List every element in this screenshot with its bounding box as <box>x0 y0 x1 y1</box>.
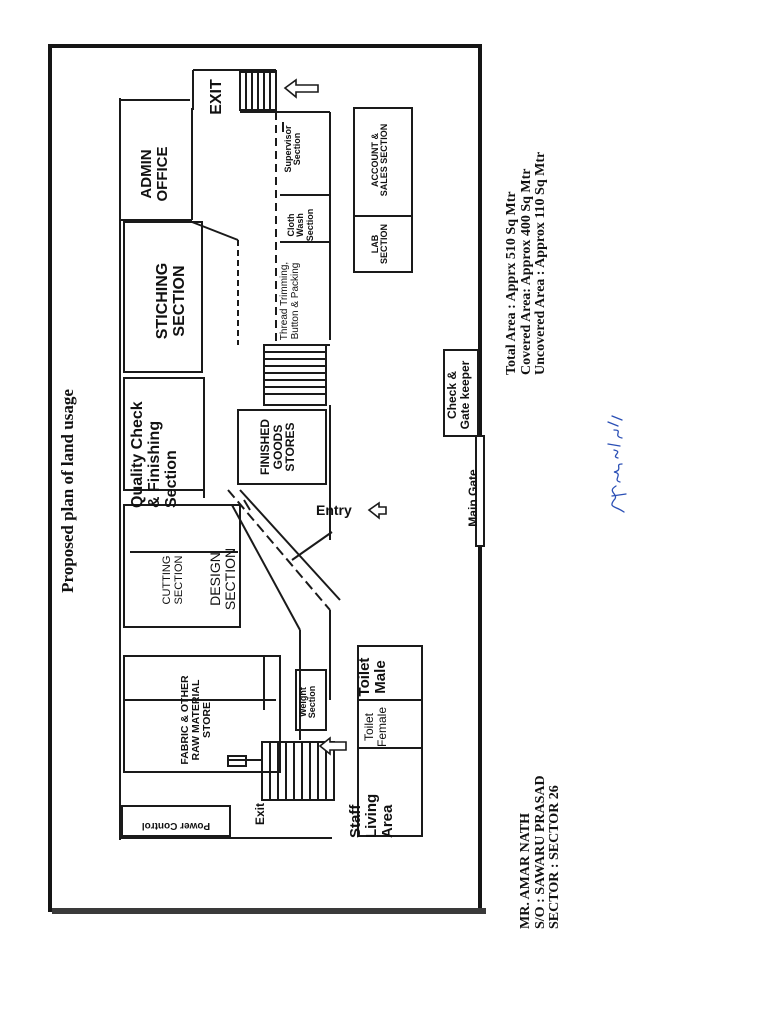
account-sales-label: ACCOUNT &SALES SECTION <box>370 123 390 197</box>
exit-stairs-bottom <box>261 741 335 801</box>
total-area: Total Area : Apprx 510 Sq Mtr <box>504 191 519 375</box>
gate-keeper-booth <box>443 349 479 437</box>
exit-bottom-label: Exit <box>253 803 267 826</box>
weight-room <box>295 669 327 731</box>
account-lab-block <box>353 107 413 273</box>
exit-arrow-bottom <box>318 736 347 756</box>
thread-trimming-label: Thread Trimming,Button & Packing <box>279 261 301 341</box>
owner-details: MR. AMAR NATH S/O : SAWARU PRASAD SECTOR… <box>518 739 579 929</box>
owner-father: S/O : SAWARU PRASAD <box>532 775 548 929</box>
entry-label: Entry <box>316 502 352 518</box>
finished-goods-room <box>237 409 327 485</box>
area-summary: Total Area : Apprx 510 Sq Mtr Covered Ar… <box>504 85 565 376</box>
uncovered-area: Uncovered Area : Approx 110 Sq Mtr <box>533 151 549 375</box>
owner-name: MR. AMAR NATH <box>518 812 533 929</box>
power-control-room <box>121 805 231 837</box>
entry-arrow <box>367 501 387 520</box>
cutting-design-room <box>123 504 241 628</box>
signature-image <box>607 415 627 513</box>
exit-arrow-top <box>283 78 319 99</box>
stiching-room <box>123 221 203 373</box>
main-gate-bar <box>475 435 485 547</box>
exit-top-label: EXIT <box>208 79 225 115</box>
staff-living-room <box>357 747 423 837</box>
central-stairs <box>263 344 327 406</box>
power-control-label: Power Control <box>141 820 211 831</box>
gate-keeper-label: Check &Gate keeper <box>445 360 472 430</box>
plan-title: Proposed plan of land usage <box>58 389 77 593</box>
main-gate-label: Main Gate <box>466 469 480 527</box>
owner-sector: SECTOR : SECTOR 26 <box>547 785 563 929</box>
fabric-room <box>123 655 281 773</box>
covered-area: Covered Area: Approx 400 Sq Mtr <box>518 168 534 376</box>
frame-shadow <box>52 908 486 914</box>
